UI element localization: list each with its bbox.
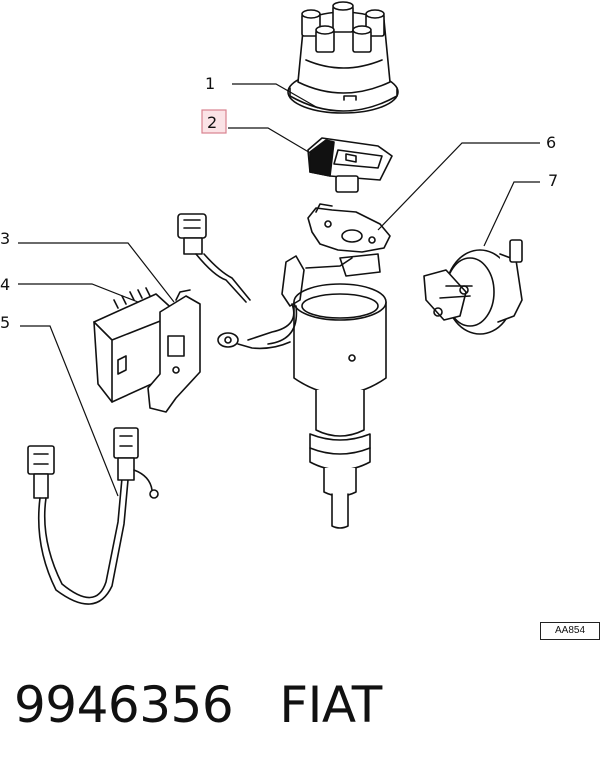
callout-6[interactable]: 6 bbox=[546, 133, 556, 152]
callout-3[interactable]: 3 bbox=[0, 229, 10, 248]
drawing-reference: AA854 bbox=[540, 622, 600, 640]
leader-4 bbox=[18, 283, 139, 303]
brand-name: FIAT bbox=[279, 676, 382, 734]
part-number: 9946356 bbox=[14, 676, 234, 734]
exploded-parts-diagram: 1 2 6 bbox=[0, 1, 558, 605]
part-1-distributor-cap[interactable] bbox=[287, 1, 399, 114]
part-7-vacuum-advance[interactable] bbox=[423, 239, 523, 335]
part-caption: 9946356 FIAT bbox=[14, 670, 382, 740]
leader-7 bbox=[483, 181, 540, 247]
callout-5[interactable]: 5 bbox=[0, 313, 10, 332]
leader-1 bbox=[232, 83, 319, 109]
leader-3 bbox=[18, 242, 175, 303]
callout-2-highlight bbox=[201, 109, 227, 134]
leader-2 bbox=[228, 127, 313, 155]
callout-7[interactable]: 7 bbox=[548, 171, 558, 190]
distributor-wire-connector[interactable] bbox=[177, 213, 353, 350]
callout-2[interactable]: 2 bbox=[207, 113, 217, 132]
distributor-body[interactable] bbox=[293, 283, 387, 529]
part-2-rotor-arm[interactable] bbox=[307, 137, 393, 193]
part-5-wiring-harness[interactable] bbox=[27, 427, 159, 605]
part-6-breaker-plate[interactable] bbox=[307, 203, 391, 277]
leader-6 bbox=[377, 142, 540, 231]
callout-4[interactable]: 4 bbox=[0, 275, 10, 294]
callout-1[interactable]: 1 bbox=[205, 74, 215, 93]
part-3-bracket[interactable] bbox=[147, 289, 201, 413]
leader-5 bbox=[20, 325, 119, 497]
